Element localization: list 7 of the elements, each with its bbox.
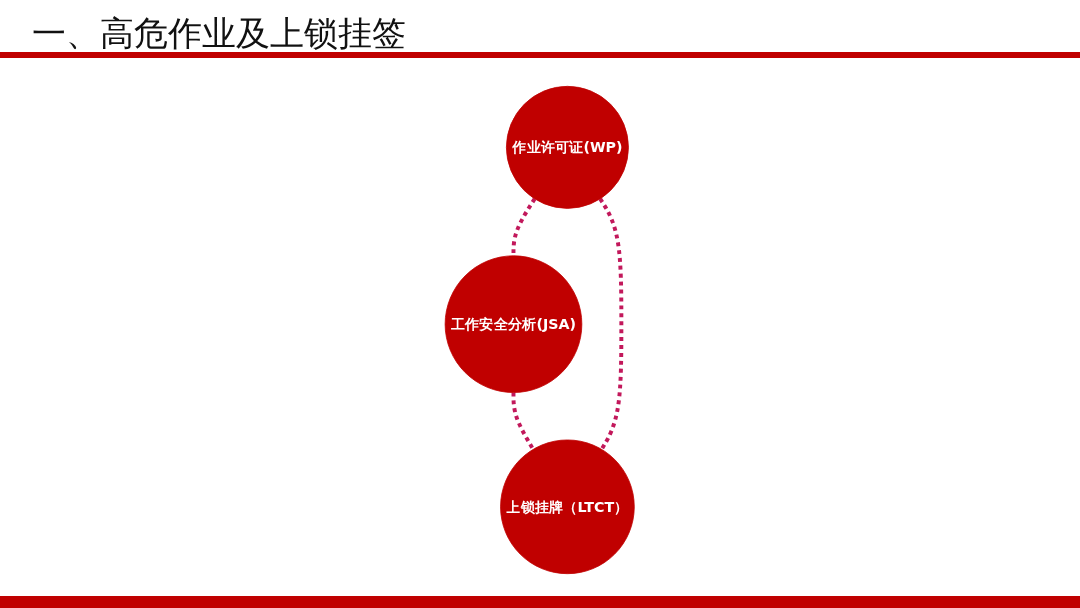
node-circle: 上锁挂牌（LTCT） (500, 439, 635, 575)
node-circle: 作业许可证(WP) (506, 85, 630, 209)
node-circle: 工作安全分析(JSA) (445, 255, 583, 393)
connector (598, 197, 624, 451)
connector (511, 392, 536, 451)
connector (511, 197, 537, 256)
slide-title: 一、高危作业及上锁挂签 (32, 12, 406, 54)
